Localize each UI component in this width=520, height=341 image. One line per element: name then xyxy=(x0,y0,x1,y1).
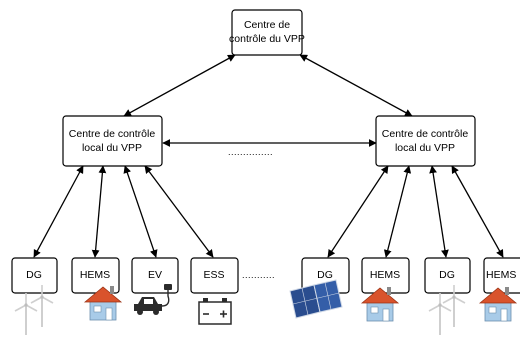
solar-panel-icon xyxy=(289,279,343,319)
device-label: DG xyxy=(439,269,455,281)
local-right-label-line1: Centre de contrôle xyxy=(382,128,469,140)
ellipsis-between-device-groups: ........... xyxy=(242,270,275,280)
central-node-label-line1: Centre de xyxy=(244,19,290,31)
local-right-label-line2: local du VPP xyxy=(395,142,455,154)
device-label: HEMS xyxy=(486,269,516,281)
device-label: DG xyxy=(317,269,333,281)
ellipsis-between-local-centres: ............... xyxy=(228,147,273,157)
device-box-hems-right-1: HEMS xyxy=(361,257,410,294)
local-left-label-line1: Centre de contrôle xyxy=(69,128,156,140)
battery-icon xyxy=(198,298,232,325)
local-vpp-control-centre-left: Centre de contrôle local du VPP xyxy=(62,115,163,167)
device-label: HEMS xyxy=(80,269,110,281)
local-left-label-line2: local du VPP xyxy=(82,142,142,154)
device-box-hems-left: HEMS xyxy=(71,257,120,294)
device-label: DG xyxy=(26,269,42,281)
left-device-group: DG HEMS EV ESS xyxy=(11,257,239,294)
device-label: ESS xyxy=(203,269,224,281)
device-label: EV xyxy=(148,269,162,281)
central-node-label-line2: contrôle du VPP xyxy=(229,33,305,45)
device-box-hems-right-2: HEMS xyxy=(483,257,520,294)
ev-car-icon xyxy=(134,284,172,315)
right-device-group: DG HEMS DG HEMS xyxy=(301,257,520,294)
device-label: HEMS xyxy=(370,269,400,281)
device-box-dg-right-2: DG xyxy=(424,257,471,294)
device-box-ess: ESS xyxy=(190,257,239,294)
central-vpp-control-centre: Centre de contrôle du VPP xyxy=(229,9,305,56)
local-vpp-control-centre-right: Centre de contrôle local du VPP xyxy=(375,115,476,167)
device-box-dg-left: DG xyxy=(11,257,58,294)
connection-arrows xyxy=(33,54,504,258)
